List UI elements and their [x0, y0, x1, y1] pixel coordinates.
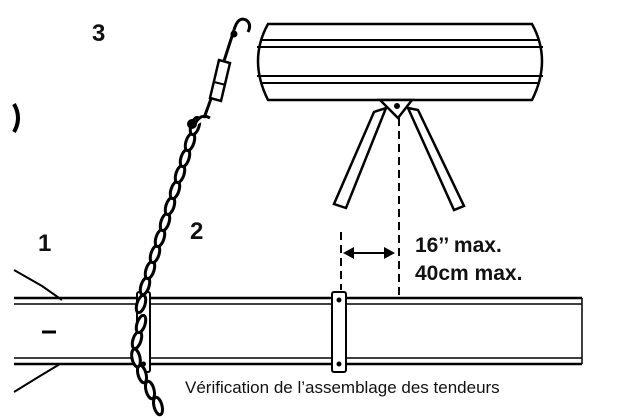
coupler-left — [13, 269, 63, 393]
partial-shape-left — [12, 103, 20, 133]
diagram-caption: Vérification de l’assemblage des tendeur… — [185, 378, 500, 397]
shackle — [187, 114, 211, 129]
callout-number-3: 3 — [92, 20, 106, 47]
turnbuckle — [202, 17, 252, 119]
callout-number-1: 1 — [38, 230, 52, 257]
safety-chain — [130, 115, 202, 417]
measurement-arrow — [343, 247, 395, 259]
support-stand — [332, 98, 466, 212]
float-body — [256, 22, 544, 102]
u-clamp-2 — [331, 291, 347, 373]
max-distance-inches: 16’’ max. — [415, 234, 502, 257]
frame-beam — [14, 296, 583, 366]
max-distance-cm: 40cm max. — [415, 262, 523, 285]
callout-number-2: 2 — [190, 218, 204, 245]
